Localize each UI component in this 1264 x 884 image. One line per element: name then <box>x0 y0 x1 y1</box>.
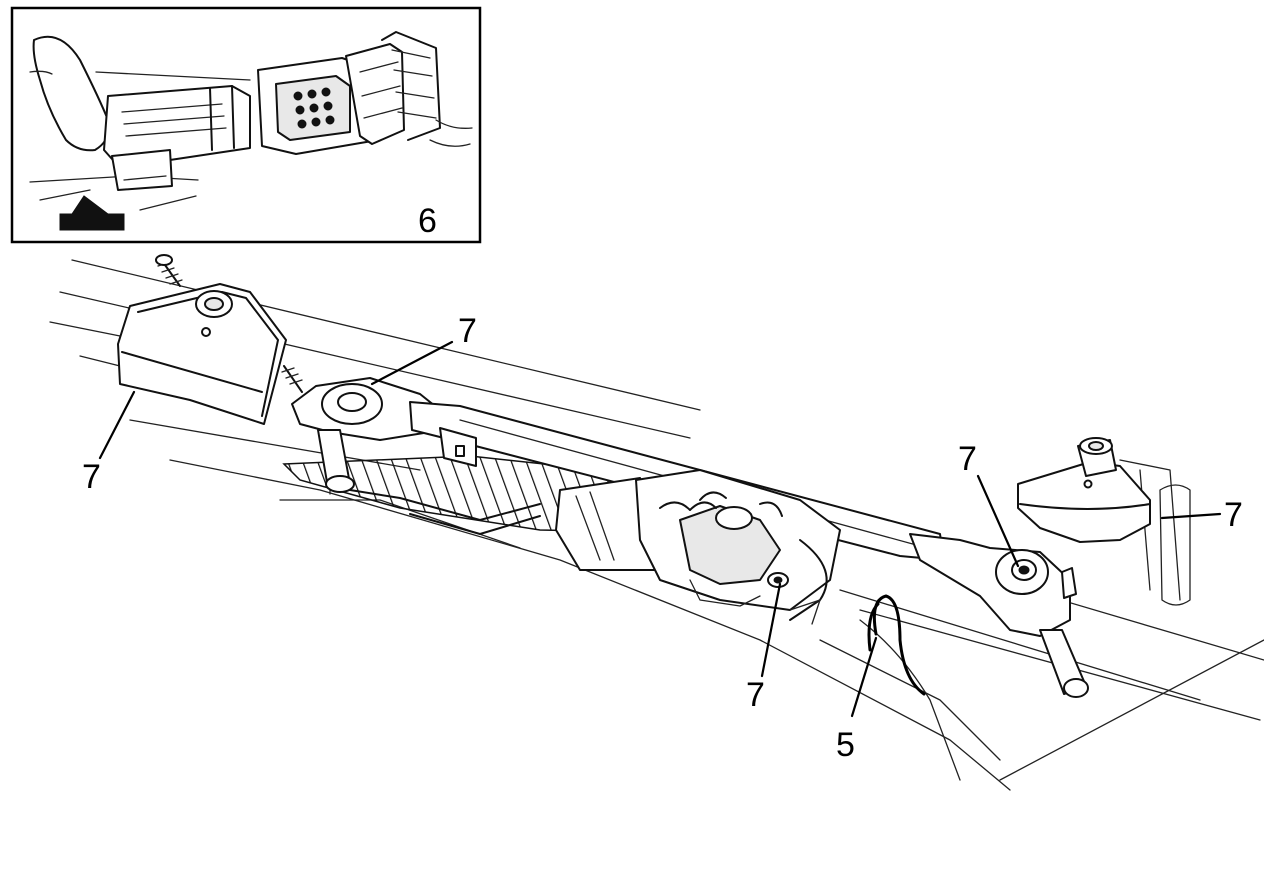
callout-hose: 5 <box>836 726 855 764</box>
leader-hose <box>850 636 878 718</box>
leader-bracket-left <box>98 390 136 460</box>
callout-pivot-left: 7 <box>458 312 477 350</box>
leader-bracket-right <box>1160 512 1222 520</box>
left-bracket-cover <box>117 283 287 425</box>
leader-pivot-right <box>976 474 1020 568</box>
inset-label: 6 <box>418 202 437 240</box>
callout-motor-bolt: 7 <box>746 676 765 714</box>
leader-pivot-left <box>370 340 454 386</box>
leader-motor-bolt <box>760 582 782 678</box>
hand-icon <box>32 35 110 152</box>
callout-labels: 7 7 7 7 7 5 <box>82 312 1243 764</box>
callout-pivot-right: 7 <box>958 440 977 478</box>
connector-plug <box>103 85 251 169</box>
callout-bracket-right: 7 <box>1224 496 1243 534</box>
right-bracket-cover <box>1017 461 1151 543</box>
main-assembly <box>49 254 1264 791</box>
push-direction-arrow-icon <box>59 195 125 231</box>
callout-leaders <box>98 340 1222 718</box>
callout-bracket-left: 7 <box>82 458 101 496</box>
right-pivot-arm <box>909 533 1071 637</box>
inset-connector-detail: 6 <box>10 6 482 244</box>
